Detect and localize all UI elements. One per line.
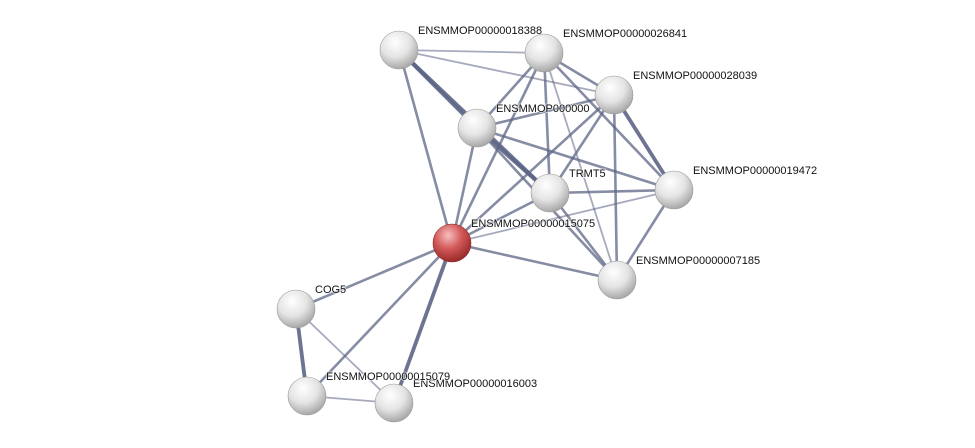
edge-B-H[interactable] [543,52,618,281]
node-label: ENSMMOP00000026841 [563,28,687,40]
edge-D-G[interactable] [450,127,479,244]
edge-I-K[interactable] [295,308,395,404]
edge-C-E[interactable] [548,94,616,194]
edge-A-B[interactable] [398,49,545,54]
protein-node[interactable] [597,260,637,300]
labels-layer: ENSMMOP00000018388 ENSMMOP00000026841ENSM… [314,24,818,391]
node-label: ENSMMOP00000018388 [418,25,542,37]
edge-B-F[interactable] [543,52,675,191]
edge-C-H[interactable] [612,94,619,281]
edge-G-K[interactable] [392,242,454,404]
node-label: ENSMMOP00000019472 [693,165,817,177]
edge-C-G[interactable] [451,94,615,244]
edge-C-D[interactable] [476,93,615,130]
protein-node[interactable] [457,108,497,148]
edge-B-E[interactable] [542,52,552,194]
node-label: ENSMMOP00000028039 [633,70,757,82]
edge-A-C[interactable] [398,49,615,96]
edge-E-F[interactable] [549,188,675,195]
protein-node[interactable] [530,173,570,213]
protein-node[interactable] [287,376,327,416]
edge-G-J[interactable] [306,242,453,397]
node-label: TRMT5 [569,168,606,180]
node-label: ENSMMOP00000007185 [636,255,760,267]
protein-node[interactable] [654,170,694,210]
edge-G-H[interactable] [451,241,618,282]
edge-G-I[interactable] [295,241,453,311]
nodes-layer [276,30,694,423]
protein-node[interactable] [276,289,316,329]
protein-node[interactable] [379,30,419,70]
edge-F-G[interactable] [451,189,675,244]
protein-node[interactable] [594,75,634,115]
protein-node[interactable] [374,383,414,423]
node-label: ENSMMOP00000016003 [413,378,537,390]
edge-D-F[interactable] [476,126,675,192]
protein-node[interactable] [524,33,564,73]
node-label: ENSMMOP00000015079 [326,371,450,383]
query-protein-node[interactable] [432,223,472,263]
node-label: ENSMMOP00000015075 [471,218,595,230]
node-label: COG5 [315,284,346,296]
edge-A-G[interactable] [397,49,454,244]
node-label: ENSMMOP000000 [496,103,590,115]
